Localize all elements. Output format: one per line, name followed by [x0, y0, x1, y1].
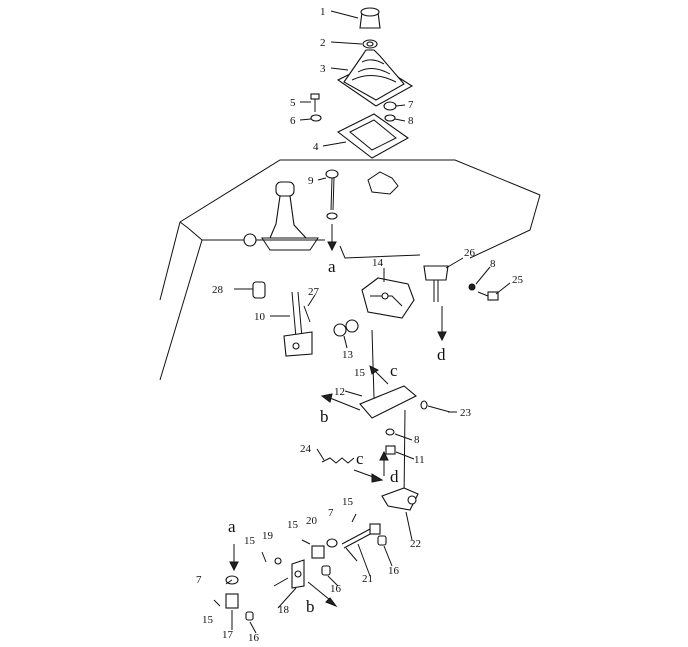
- arrows: [229, 224, 447, 608]
- part-clevis-20: [311, 545, 325, 559]
- part-lever-10: [283, 291, 313, 357]
- label-part-28: 28: [212, 284, 224, 296]
- label-part-7b: 7: [328, 507, 334, 519]
- label-part-24: 24: [300, 443, 312, 455]
- part-pin-16a: [377, 535, 387, 546]
- part-pin-15d: [213, 599, 221, 607]
- label-part-12: 12: [334, 386, 345, 398]
- label-part-8c: 8: [414, 434, 420, 446]
- direction-c-low: c: [356, 449, 364, 468]
- label-part-11: 11: [414, 454, 425, 466]
- label-part-7c: 7: [196, 574, 202, 586]
- direction-a-top: a: [328, 257, 336, 276]
- label-part-21: 21: [362, 573, 373, 585]
- label-part-16a: 16: [388, 565, 400, 577]
- part-washer-19: [274, 557, 282, 565]
- part-bolt-23: [420, 400, 451, 413]
- label-part-6: 6: [290, 115, 296, 127]
- label-part-22: 22: [410, 538, 421, 550]
- label-part-15a: 15: [354, 367, 366, 379]
- part-bolt-5: [310, 93, 320, 112]
- label-part-9: 9: [308, 175, 314, 187]
- label-part-20: 20: [306, 515, 318, 527]
- part-nut-7b: [326, 538, 338, 548]
- part-bushing-28: [252, 281, 266, 299]
- part-spring-24: [321, 457, 355, 464]
- label-part-5: 5: [290, 97, 296, 109]
- label-part-26: 26: [464, 247, 476, 259]
- part-lever-9: [325, 169, 339, 220]
- part-bracket-22: [381, 487, 419, 511]
- part-boot: [336, 49, 414, 107]
- label-part-7a: 7: [408, 99, 414, 111]
- part-washer-8: [384, 114, 396, 122]
- label-part-8b: 8: [490, 258, 496, 270]
- direction-d-top: d: [437, 345, 446, 364]
- part-rod-21: [341, 523, 381, 549]
- part-plate-12: [359, 329, 417, 419]
- label-part-15b: 15: [342, 496, 354, 508]
- label-part-16c: 16: [248, 632, 260, 644]
- part-bracket-14: [361, 277, 415, 319]
- label-part-13: 13: [342, 349, 354, 361]
- label-part-14: 14: [372, 257, 384, 269]
- label-part-23: 23: [460, 407, 472, 419]
- part-bushing-13: [333, 319, 359, 337]
- direction-c-mid: c: [390, 361, 398, 380]
- direction-b-mid: b: [320, 407, 329, 426]
- direction-d-low: d: [390, 467, 399, 486]
- part-pin-15a: [351, 513, 357, 523]
- leader-lines: [225, 10, 511, 634]
- part-bolt-11: [385, 445, 396, 455]
- direction-labels: a d c b d c a b: [228, 257, 446, 616]
- part-washer-8c: [385, 428, 395, 436]
- label-part-25: 25: [512, 274, 524, 286]
- part-lever-18: [291, 559, 305, 589]
- part-plate: [336, 113, 410, 159]
- part-labels: 1 2 3 5 6 7 8 4 9 14 26 8 25 28 27 10 13…: [196, 6, 524, 644]
- part-washer-6: [310, 114, 322, 122]
- label-part-4: 4: [313, 141, 319, 153]
- part-lever-26: [423, 265, 449, 302]
- label-part-10: 10: [254, 311, 266, 323]
- label-part-8a: 8: [408, 115, 414, 127]
- label-part-3: 3: [320, 63, 326, 75]
- label-part-16b: 16: [330, 583, 342, 595]
- label-part-27: 27: [308, 286, 320, 298]
- part-washer-8b: [468, 283, 476, 291]
- part-pin-15b: [261, 551, 267, 563]
- part-knob: [359, 7, 381, 29]
- part-nut: [362, 39, 378, 49]
- part-pin-16c: [245, 611, 254, 621]
- background-lever: [243, 181, 319, 251]
- direction-b-low: b: [306, 597, 315, 616]
- label-part-18: 18: [278, 604, 290, 616]
- label-part-15d: 15: [244, 535, 256, 547]
- label-part-2: 2: [320, 37, 326, 49]
- part-pin-16b: [321, 565, 331, 576]
- part-pin-15c: [301, 539, 311, 545]
- label-part-19: 19: [262, 530, 274, 542]
- label-part-17: 17: [222, 629, 234, 641]
- label-part-15e: 15: [202, 614, 214, 626]
- label-part-15c: 15: [287, 519, 299, 531]
- label-part-1: 1: [320, 6, 326, 18]
- part-pin-27: [303, 305, 311, 323]
- part-clevis-17: [225, 593, 239, 609]
- part-bolt-25: [477, 291, 499, 301]
- floor-panel: [159, 159, 541, 381]
- direction-a-low: a: [228, 517, 236, 536]
- part-nut-7: [383, 101, 397, 111]
